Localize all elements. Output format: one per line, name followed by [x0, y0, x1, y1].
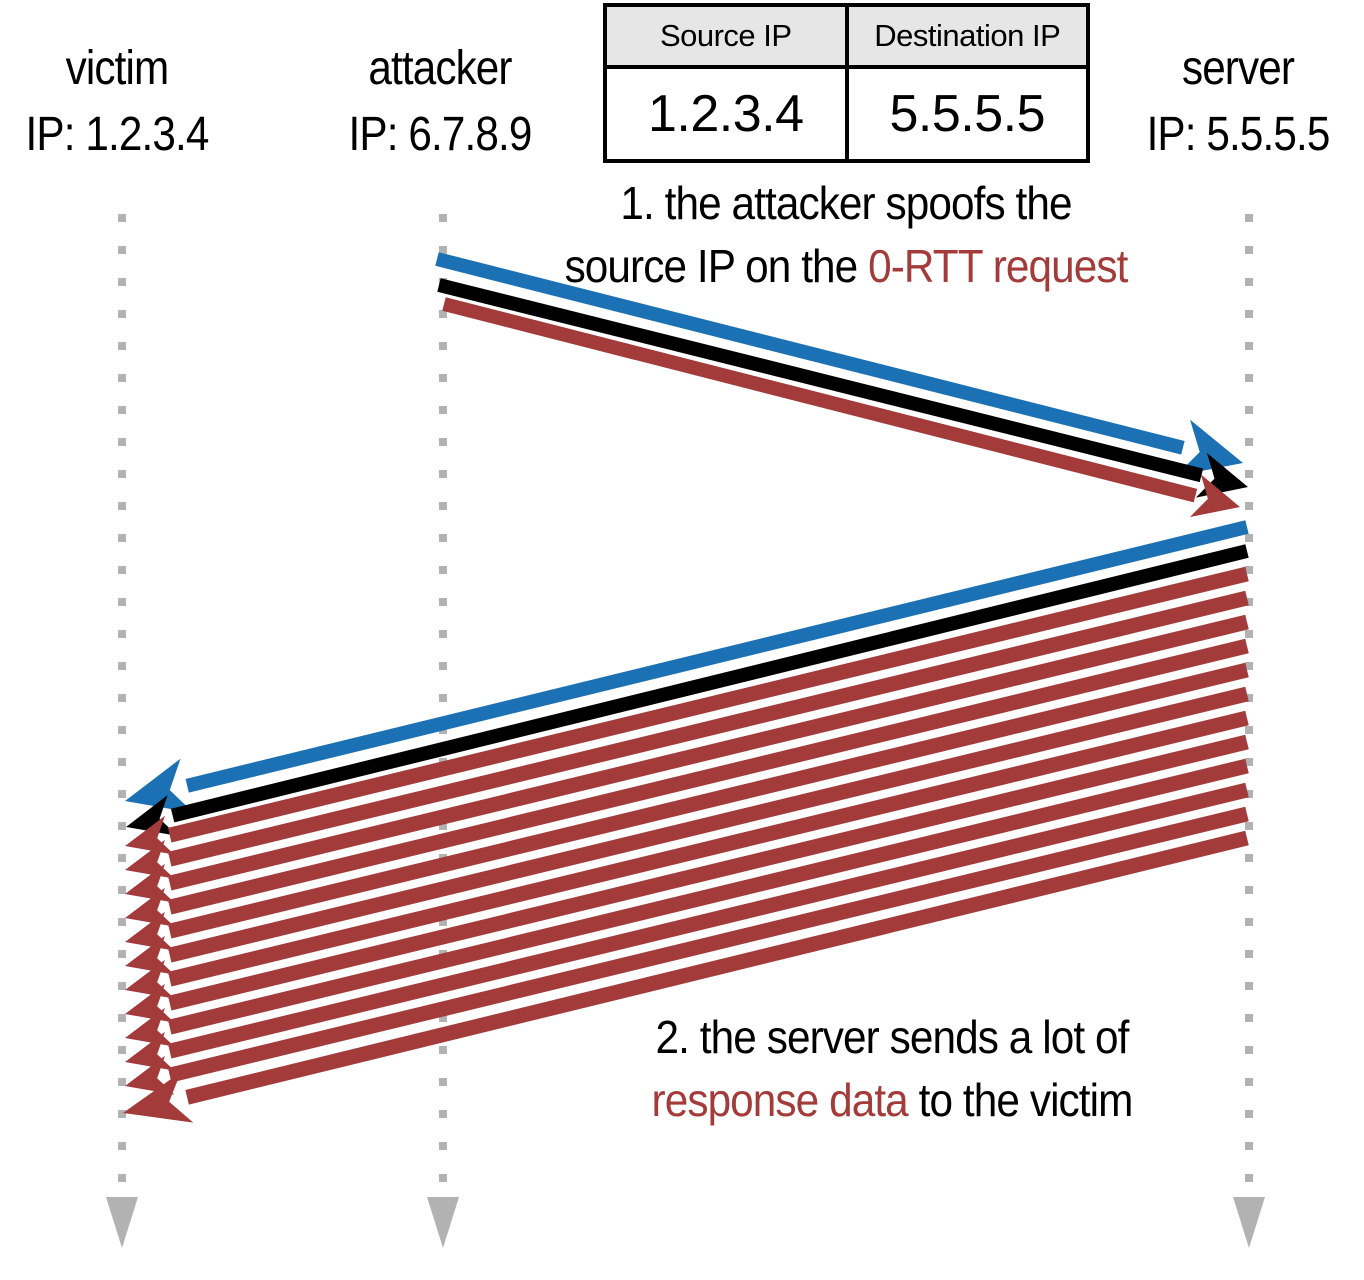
actor-victim: victim IP: 1.2.3.4	[0, 36, 267, 168]
arrow-shaft-response-data-1	[167, 566, 1249, 843]
arrow-shaft-spoofed-request-red	[442, 297, 1198, 503]
arrow-shaft-response-black	[170, 544, 1249, 823]
arrow-head-spoofed-request-red-icon	[1189, 474, 1240, 517]
packet-table-header-source-ip: Source IP	[603, 3, 849, 69]
actor-attacker: attacker IP: 6.7.8.9	[290, 36, 589, 168]
annotation-step1-line2: source IP on the 0-RTT request	[496, 235, 1195, 298]
timeline-arrowhead-victim-icon	[106, 1197, 138, 1248]
annotation-step1-line2-prefix: source IP on the	[564, 240, 869, 292]
actor-server: server IP: 5.5.5.5	[1088, 36, 1364, 168]
arrow-shaft-response-data-9	[167, 758, 1249, 1035]
actor-victim-name: victim	[65, 42, 170, 95]
arrow-shaft-response-data-5	[167, 662, 1249, 939]
annotation-step2-line2-highlight: response data	[651, 1074, 909, 1126]
arrow-shaft-response-blue	[185, 520, 1249, 793]
annotation-step2-line2-suffix: to the victim	[907, 1074, 1134, 1126]
actor-server-ip: IP: 5.5.5.5	[1146, 108, 1331, 161]
annotation-step2-line2: response data to the victim	[542, 1069, 1241, 1132]
arrow-shaft-response-data-6	[167, 686, 1249, 963]
packet-table-source-ip-value: 1.2.3.4	[603, 65, 849, 163]
arrow-head-response-blue-icon	[125, 758, 194, 814]
actor-attacker-ip: IP: 6.7.8.9	[348, 108, 533, 161]
arrow-head-response-data-11-icon	[125, 1055, 175, 1095]
packet-table-header-destination-ip: Destination IP	[844, 3, 1090, 69]
arrow-head-spoofed-request-blue-icon	[1175, 419, 1243, 476]
packet-table-value-row: 1.2.3.4 5.5.5.5	[603, 65, 1090, 163]
arrow-shaft-response-data-2	[167, 590, 1249, 867]
annotation-step2-line1: 2. the server sends a lot of	[655, 1011, 1130, 1063]
arrow-shaft-response-data-11	[167, 806, 1249, 1083]
actor-attacker-name: attacker	[368, 42, 512, 95]
annotation-step1-line2-highlight: 0-RTT request	[868, 240, 1128, 292]
annotation-step1-line1: 1. the attacker spoofs the	[620, 177, 1072, 229]
arrow-shaft-spoofed-request-blue	[435, 252, 1185, 455]
arrow-shaft-response-data-12	[185, 830, 1249, 1105]
arrow-head-response-data-12-icon	[123, 1072, 194, 1123]
packet-table-header-row: Source IP Destination IP	[603, 3, 1090, 69]
arrow-shaft-response-data-7	[167, 710, 1249, 987]
arrow-shaft-response-data-10	[167, 782, 1249, 1059]
actor-victim-ip: IP: 1.2.3.4	[25, 108, 210, 161]
annotation-step2: 2. the server sends a lot of response da…	[542, 1006, 1241, 1132]
arrow-shaft-response-data-3	[167, 614, 1249, 891]
arrow-shaft-spoofed-request-black	[437, 278, 1204, 483]
actor-server-name: server	[1181, 42, 1295, 95]
packet-table-destination-ip-value: 5.5.5.5	[844, 65, 1090, 163]
arrow-shaft-response-data-4	[167, 638, 1249, 915]
timeline-arrowhead-server-icon	[1233, 1197, 1265, 1248]
packet-header-table: Source IP Destination IP 1.2.3.4 5.5.5.5	[603, 3, 1090, 163]
arrow-shaft-response-data-8	[167, 734, 1249, 1011]
timeline-arrowhead-attacker-icon	[427, 1197, 459, 1248]
arrow-head-response-black-icon	[126, 795, 178, 836]
annotation-step1: 1. the attacker spoofs the source IP on …	[496, 172, 1195, 298]
